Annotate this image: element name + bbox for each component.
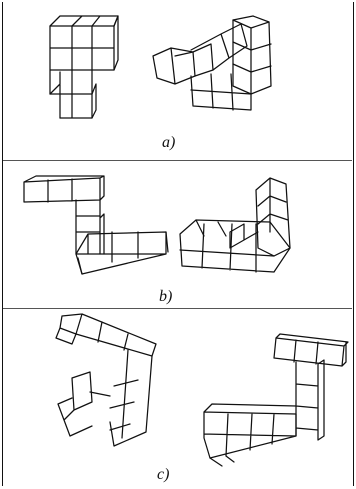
separator-ab — [3, 160, 352, 161]
separator-bc — [3, 308, 352, 309]
panel-b-right-solid — [174, 176, 314, 276]
caption-c: c) — [157, 466, 170, 483]
panel-a-right-solid — [151, 14, 281, 114]
panel-c-left-solid — [52, 312, 162, 448]
panel-a-left-solid — [48, 14, 120, 128]
figure-frame — [2, 2, 354, 486]
caption-b: b) — [159, 288, 173, 305]
caption-a: a) — [162, 134, 176, 151]
panel-b-left-solid — [22, 174, 172, 278]
panel-c-right-solid — [200, 332, 350, 467]
